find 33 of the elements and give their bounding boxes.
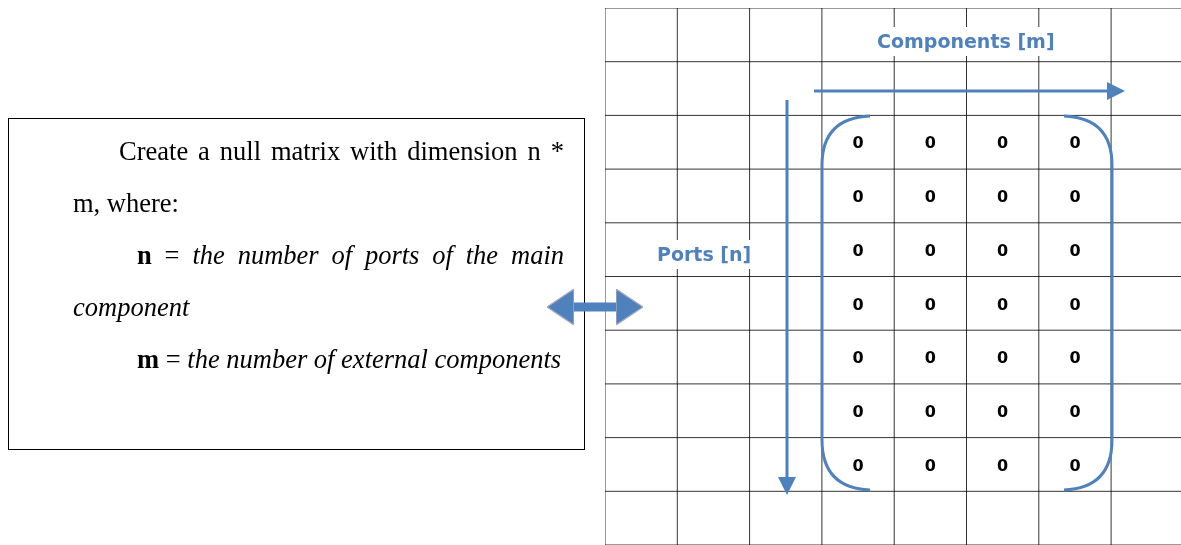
matrix-value: 0 <box>851 293 865 316</box>
matrix-value: 0 <box>996 132 1010 155</box>
matrix-value: 0 <box>923 239 937 262</box>
matrix-value: 0 <box>996 239 1010 262</box>
matrix-value: 0 <box>851 186 865 209</box>
paragraph: Create a null matrix with dimension n * m, where: <box>73 135 564 220</box>
paragraph: m = the number of external components <box>136 343 563 376</box>
matrix-value: 0 <box>851 400 865 423</box>
matrix-value: 0 <box>996 400 1010 423</box>
matrix-value: 0 <box>1068 347 1082 370</box>
matrix-value: 0 <box>1068 186 1082 209</box>
matrix-value: 0 <box>923 454 937 477</box>
matrix-value: 0 <box>851 347 865 370</box>
matrix-value: 0 <box>1068 293 1082 316</box>
matrix-value: 0 <box>851 239 865 262</box>
matrix-grid <box>605 8 1181 545</box>
matrix-value: 0 <box>1068 400 1082 423</box>
text-box <box>8 118 585 450</box>
matrix-value: 0 <box>996 186 1010 209</box>
matrix-value: 0 <box>923 400 937 423</box>
matrix-value: 0 <box>1068 239 1082 262</box>
matrix-value: 0 <box>996 454 1010 477</box>
matrix-value: 0 <box>851 454 865 477</box>
double-arrow <box>546 288 644 326</box>
matrix-value: 0 <box>996 347 1010 370</box>
matrix-value: 0 <box>923 186 937 209</box>
matrix-value: 0 <box>923 347 937 370</box>
matrix-value: 0 <box>923 293 937 316</box>
matrix-value: 0 <box>996 293 1010 316</box>
matrix-value: 0 <box>1068 132 1082 155</box>
matrix-value: 0 <box>851 132 865 155</box>
matrix-value: 0 <box>1068 454 1082 477</box>
matrix-value: 0 <box>923 132 937 155</box>
